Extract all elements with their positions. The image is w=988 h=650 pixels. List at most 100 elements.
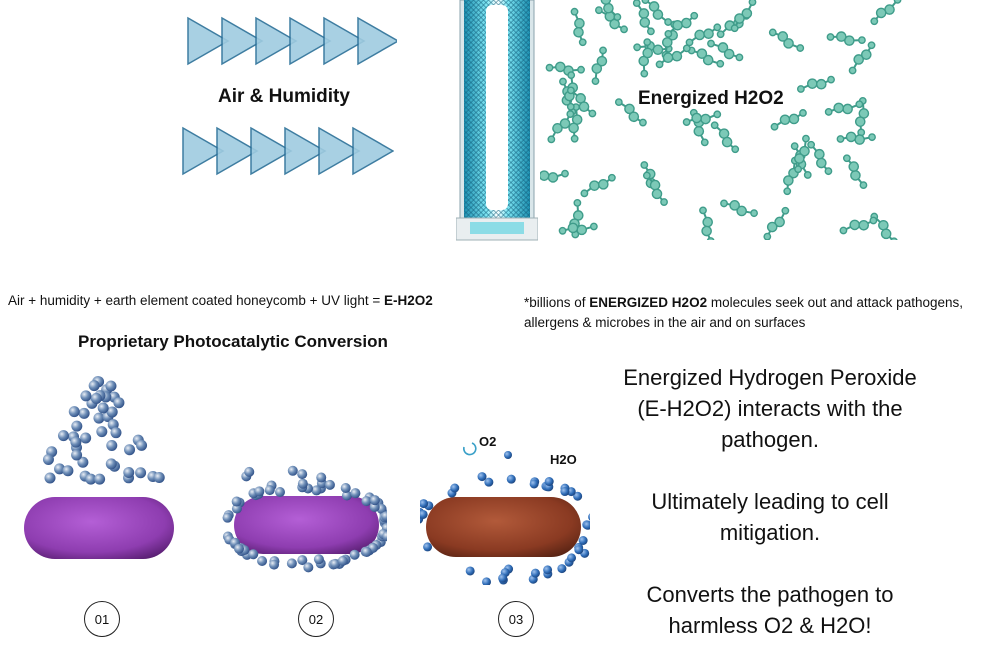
air-arrows-top — [185, 15, 397, 67]
section-title: Proprietary Photocatalytic Conversion — [78, 332, 388, 351]
h2o2-molecule-icon — [547, 110, 575, 144]
ion-particle — [529, 479, 539, 489]
triangle-arrow-icon — [357, 16, 397, 66]
ion-particle — [450, 483, 460, 493]
ion-particle — [361, 546, 372, 557]
ion-particle — [153, 472, 165, 484]
ion-particle — [80, 432, 92, 444]
stage-3-number: 03 — [498, 601, 534, 637]
h2o2-molecule-icon — [580, 173, 616, 198]
ion-particle — [311, 485, 322, 496]
triangle-arrow-icon — [216, 126, 259, 176]
ion-particle — [465, 566, 475, 576]
ion-particle — [124, 444, 136, 456]
ion-particle — [94, 473, 106, 485]
ion-particle — [349, 549, 360, 560]
h2o2-molecule-icon — [566, 86, 597, 118]
ion-particle — [297, 555, 308, 566]
ion-particle — [303, 562, 314, 573]
triangle-arrow-icon — [182, 126, 394, 176]
ion-particle — [106, 439, 118, 451]
h2o2-molecule-icon — [707, 39, 744, 62]
ion-particle — [136, 439, 148, 451]
stage-1-number: 01 — [84, 601, 120, 637]
triangle-arrow-icon — [250, 126, 293, 176]
ion-particle — [350, 488, 361, 499]
h2o2-molecule-icon — [529, 169, 569, 183]
ion-particle — [85, 473, 97, 485]
h2o2-molecule-icon — [682, 110, 722, 126]
o2-molecule-icon — [463, 442, 477, 456]
h2o2-molecule-icon — [591, 46, 608, 85]
h2o2-molecule-icon — [839, 216, 878, 235]
ion-particle — [135, 467, 147, 479]
ion-particle — [80, 390, 92, 402]
ion-particle — [560, 487, 570, 497]
ion-particle — [316, 472, 327, 483]
h2o2-molecule-icon — [836, 131, 876, 145]
h2o2-molecule-icon — [824, 100, 864, 116]
description-block: Energized Hydrogen Peroxide (E-H2O2) int… — [612, 362, 928, 641]
ion-particle — [244, 466, 255, 477]
h2o-label: H2O — [550, 452, 577, 467]
ion-particle — [62, 465, 74, 477]
ion-particle — [105, 458, 117, 470]
ion-particle — [68, 406, 80, 418]
ion-particle — [297, 478, 308, 489]
ion-particle — [418, 509, 428, 519]
o2-label: O2 — [479, 434, 497, 449]
note-suffix: molecules seek out and attack pathogens,… — [524, 295, 963, 330]
h2o2-molecule-icon — [854, 96, 870, 137]
ion-particle — [574, 545, 584, 555]
h2o2-molecule-icon — [545, 61, 585, 76]
uv-lamp-icon — [455, 0, 539, 247]
ion-particle — [90, 392, 102, 404]
h2o2-molecule-icon — [614, 98, 647, 127]
ion-particle — [419, 499, 429, 509]
ion-particle — [248, 549, 259, 560]
ion-particle — [557, 564, 567, 574]
ion-particle — [96, 426, 108, 438]
triangle-arrow-icon — [289, 16, 332, 66]
ion-particle — [504, 451, 512, 459]
ion-particle — [269, 559, 280, 570]
h2o2-molecule-icon — [642, 171, 668, 206]
h2o2-molecule-icon — [730, 0, 757, 33]
h2o2-molecule-icon — [664, 11, 699, 38]
ion-particle — [77, 456, 89, 468]
ion-particle — [54, 463, 66, 475]
ion-particle — [97, 402, 109, 414]
triangle-arrow-icon — [284, 126, 327, 176]
ion-particle — [110, 427, 122, 439]
ion-particle — [70, 436, 82, 448]
stage-2-illustration — [222, 460, 393, 580]
ion-particle — [567, 553, 577, 563]
triangle-arrow-icon — [182, 126, 225, 176]
triangle-arrow-icon — [187, 16, 230, 66]
h2o2-molecule-icon — [826, 31, 866, 46]
ion-particle — [113, 397, 125, 409]
ion-particle — [264, 485, 275, 496]
triangle-arrow-icon — [187, 16, 397, 66]
triangle-arrow-icon — [323, 16, 366, 66]
air-humidity-label: Air & Humidity — [218, 86, 350, 107]
description-3: Converts the pathogen to harmless O2 & H… — [646, 582, 894, 638]
air-arrows-bottom — [180, 125, 394, 177]
ion-particle — [105, 380, 117, 392]
ion-particle — [330, 558, 341, 569]
ion-particle — [578, 535, 588, 545]
h2o2-molecule-icon — [685, 23, 722, 47]
h2o2-molecule-icon — [529, 0, 902, 246]
ion-particle — [93, 412, 105, 424]
ion-particle — [42, 454, 54, 466]
h2o2-molecule-icon — [641, 0, 673, 26]
h2o2-molecule-icon — [842, 154, 868, 190]
triangle-arrow-icon — [221, 16, 264, 66]
ion-particle — [44, 472, 56, 484]
ion-particle — [482, 577, 492, 587]
note-text: *billions of ENERGIZED H2O2 molecules se… — [524, 293, 964, 333]
ion-particle — [254, 486, 265, 497]
h2o2-molecule-icon — [638, 38, 654, 78]
ion-particle — [57, 430, 69, 442]
h2o2-molecule-icon — [558, 222, 598, 236]
